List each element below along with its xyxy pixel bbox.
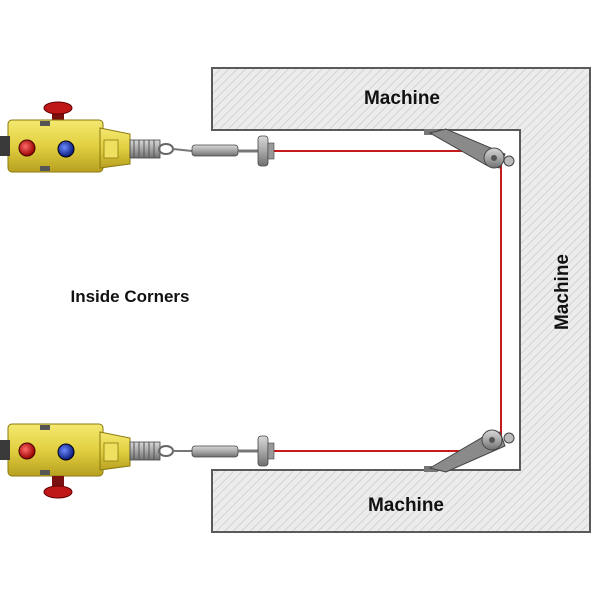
pull-wire-switch-icon — [0, 101, 131, 173]
pulley-icon — [483, 147, 515, 169]
machine-bottom-label: Machine — [368, 495, 444, 516]
machine-top-label: Machine — [364, 88, 440, 109]
machine-frame — [211, 67, 591, 533]
pulley-icon — [481, 429, 515, 451]
pull-wire-cable — [272, 150, 502, 452]
turnbuckle-icon — [191, 435, 275, 467]
inside-corners-label: Inside Corners — [70, 287, 189, 306]
pull-wire-switch-icon — [0, 423, 131, 499]
tensioner-icon — [129, 139, 193, 159]
turnbuckle-icon — [191, 135, 275, 167]
tensioner-icon — [129, 441, 192, 461]
machine-side-label: Machine — [552, 254, 573, 330]
